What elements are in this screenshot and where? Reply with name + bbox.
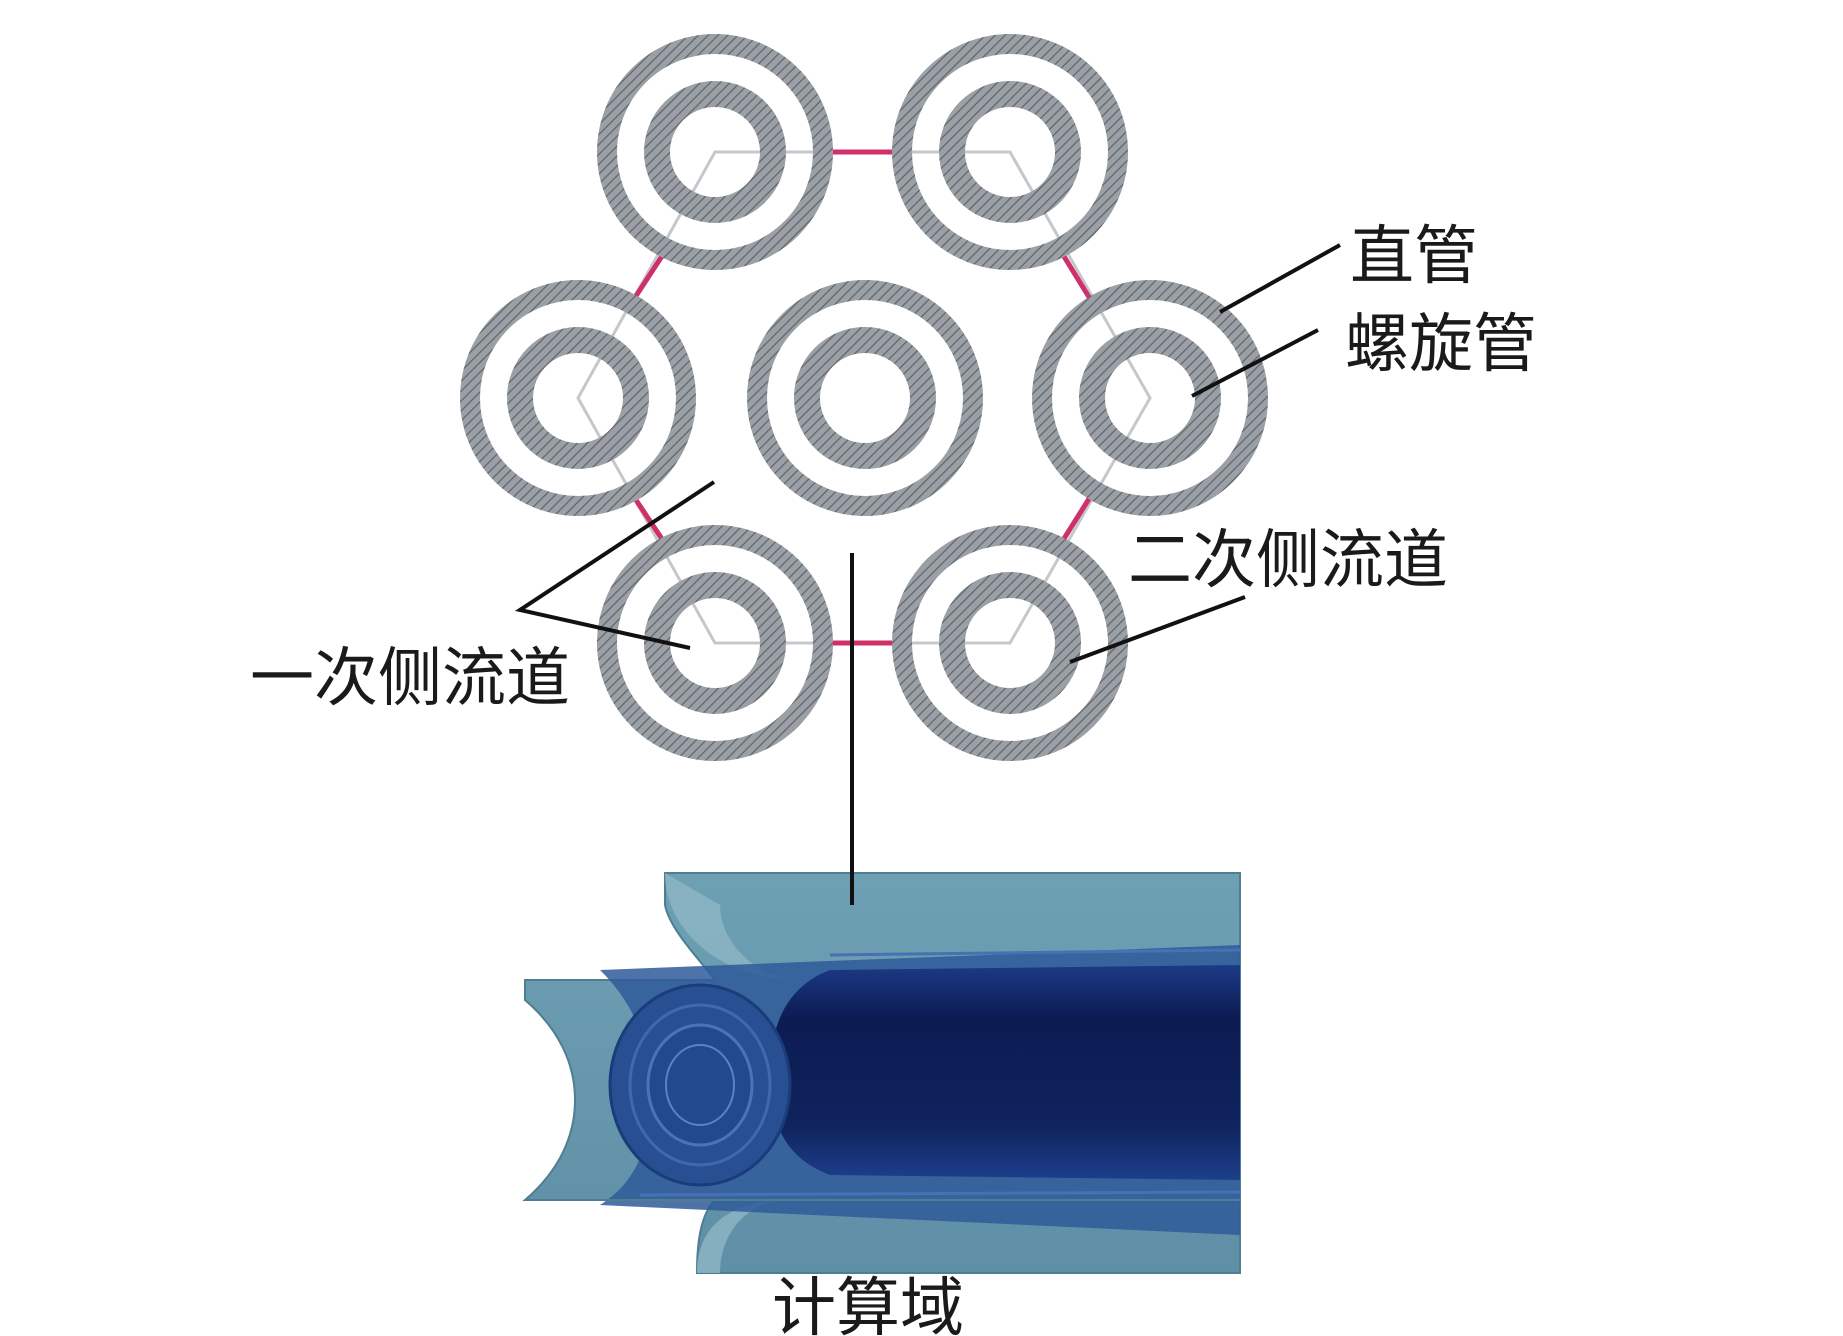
tube-top-right <box>892 34 1128 270</box>
tube-bottom-left <box>597 525 833 761</box>
leader-lines <box>514 243 1341 905</box>
label-helical-tube: 螺旋管 <box>1345 308 1537 382</box>
domain-end-cap <box>608 983 792 1187</box>
label-computational-domain: 计算域 <box>772 1272 964 1336</box>
leader-straight-tube <box>1219 243 1341 314</box>
domain-dark-core <box>770 965 1240 1180</box>
domain-bottom-cutout <box>697 1200 790 1273</box>
tube-top-left <box>597 34 833 270</box>
tube-middle-left <box>460 280 696 516</box>
label-primary-channel: 一次侧流道 <box>250 642 570 716</box>
domain-edge-top <box>829 948 1241 957</box>
label-secondary-channel: 二次侧流道 <box>1128 524 1448 598</box>
leader-secondary-channel <box>1069 595 1246 664</box>
label-straight-tube: 直管 <box>1350 220 1478 294</box>
tube-bundle-cross-section <box>460 34 1268 761</box>
domain-top-cutout <box>665 873 800 980</box>
domain-edge-bottom <box>639 1190 1241 1197</box>
tube-middle-right <box>1032 280 1268 516</box>
subchannel-boundary <box>629 149 1095 646</box>
guide-hexagon <box>576 150 1152 645</box>
computational-domain-render <box>522 872 1241 1274</box>
leader-primary-channel <box>514 480 716 650</box>
leader-helical-tube <box>1191 328 1319 398</box>
tube-center <box>747 280 983 516</box>
